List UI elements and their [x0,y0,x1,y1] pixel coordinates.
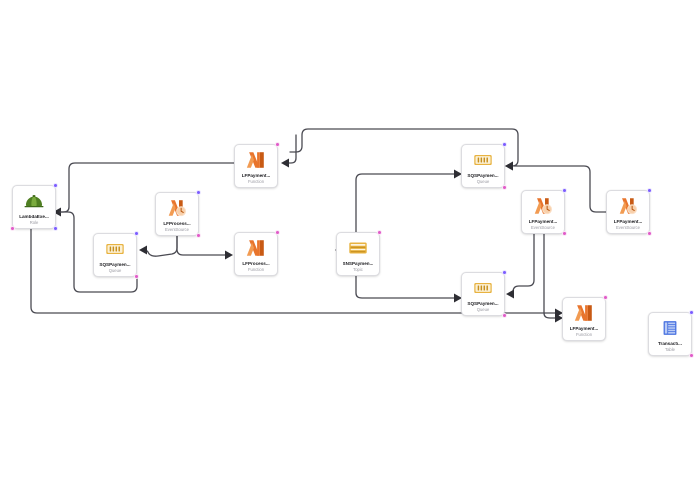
node-lf-payment-function-top[interactable]: LFPayment... Function [234,142,280,188]
handle-target-top-right[interactable] [53,183,58,188]
handle-source-bottom-right[interactable] [689,353,694,358]
node-sublabel: Function [575,331,593,337]
handle-source-bottom-right[interactable] [502,185,507,190]
node-lf-payment-eventsource-mid[interactable]: LFPayment... EventSource [521,188,567,236]
lambda-function-icon [574,305,592,321]
handle-source-bottom-right[interactable] [647,231,652,236]
node-transaction-table[interactable]: Transacti... Table [648,310,694,358]
handle-source-top-right[interactable] [275,230,280,235]
handle-source-bottom-right[interactable] [562,231,567,236]
node-lf-process-function[interactable]: LFProcess... Function [234,230,280,276]
node-label: SQSPaymen... [467,301,499,306]
node-label: LFProcess... [163,221,191,226]
handle-source-bottom-right[interactable] [502,313,507,318]
node-sublabel: EventSource [616,224,640,230]
handle-target-top-right[interactable] [134,231,139,236]
node-sqs-payment-queue-top[interactable]: SQSPaymen... Queue [461,142,507,190]
handle-target-top-right[interactable] [562,188,567,193]
node-sublabel: Queue [108,267,122,273]
sqs-queue-icon [474,282,492,294]
node-sublabel: Table [664,346,675,352]
node-sublabel: Role [29,219,39,225]
handle-target-top-right[interactable] [502,142,507,147]
handle-source-top-right[interactable] [603,295,608,300]
edge-toprail-into-lfpayment-top [287,134,297,164]
node-lambda-exec-role[interactable]: LambdaExe... Role [10,183,58,231]
handle-source-bottom-right[interactable] [196,233,201,238]
node-sqs-payment-queue-bottom[interactable]: SQSPaymen... Queue [461,270,507,318]
sns-topic-icon [349,242,367,254]
dynamodb-table-icon [663,321,677,335]
lambda-eventsource-icon [619,198,638,215]
node-sublabel: Function [247,266,265,272]
node-sublabel: Queue [476,178,490,184]
node-sublabel: Function [247,178,265,184]
node-label: LFPayment... [569,326,599,331]
handle-source-bottom-right[interactable] [134,274,139,279]
handle-target-top-right[interactable] [502,270,507,275]
node-label: SNSPaymen... [342,261,374,266]
node-label: LFPayment... [528,219,558,224]
handle-target-top-right[interactable] [689,310,694,315]
node-label: LFPayment... [613,219,643,224]
lambda-function-icon [246,152,264,168]
edge-lfpayment-top-to-role [59,162,235,213]
node-label: LFPayment... [241,173,271,178]
node-label: Transacti... [657,341,682,346]
node-label: LambdaExe... [19,214,49,219]
node-sublabel: EventSource [165,226,189,232]
handle-source-bottom-left[interactable] [10,226,15,231]
handle-target-bottom-right[interactable] [53,226,58,231]
node-lf-payment-function-bottom[interactable]: LFPayment... Function [562,295,608,341]
handle-target-top-right[interactable] [196,190,201,195]
edge-eventsource-to-sqs-left [145,235,178,257]
node-lf-payment-eventsource-right[interactable]: LFPayment... EventSource [606,188,652,236]
node-sublabel: Queue [476,306,490,312]
node-sns-payment-topic[interactable]: SNSPaymen... Topic [336,230,382,276]
lambda-function-icon [246,240,264,256]
sqs-queue-icon [474,154,492,166]
handle-source-top-right[interactable] [275,142,280,147]
node-label: SQSPaymen... [99,262,131,267]
node-lf-process-eventsource[interactable]: LFProcess... EventSource [155,190,201,238]
node-label: SQSPaymen... [467,173,499,178]
lambda-eventsource-icon [534,198,553,215]
handle-target-top-right[interactable] [647,188,652,193]
iam-role-icon [24,195,44,208]
sqs-queue-icon [106,243,124,255]
node-sublabel: EventSource [531,224,555,230]
node-sublabel: Topic [353,266,363,272]
lambda-eventsource-icon [168,200,187,217]
edge-eventsource-mid-to-lfpayment-fn [543,233,557,319]
node-label: LFProcess... [242,261,270,266]
handle-source-top-right[interactable] [377,230,382,235]
node-sqs-payment-dlq-left[interactable]: SQSPaymen... Queue [93,231,139,279]
edge-eventsource-to-lfprocess-fn [176,235,227,256]
edge-eventsource-mid-to-sqs-bottom [512,233,535,295]
